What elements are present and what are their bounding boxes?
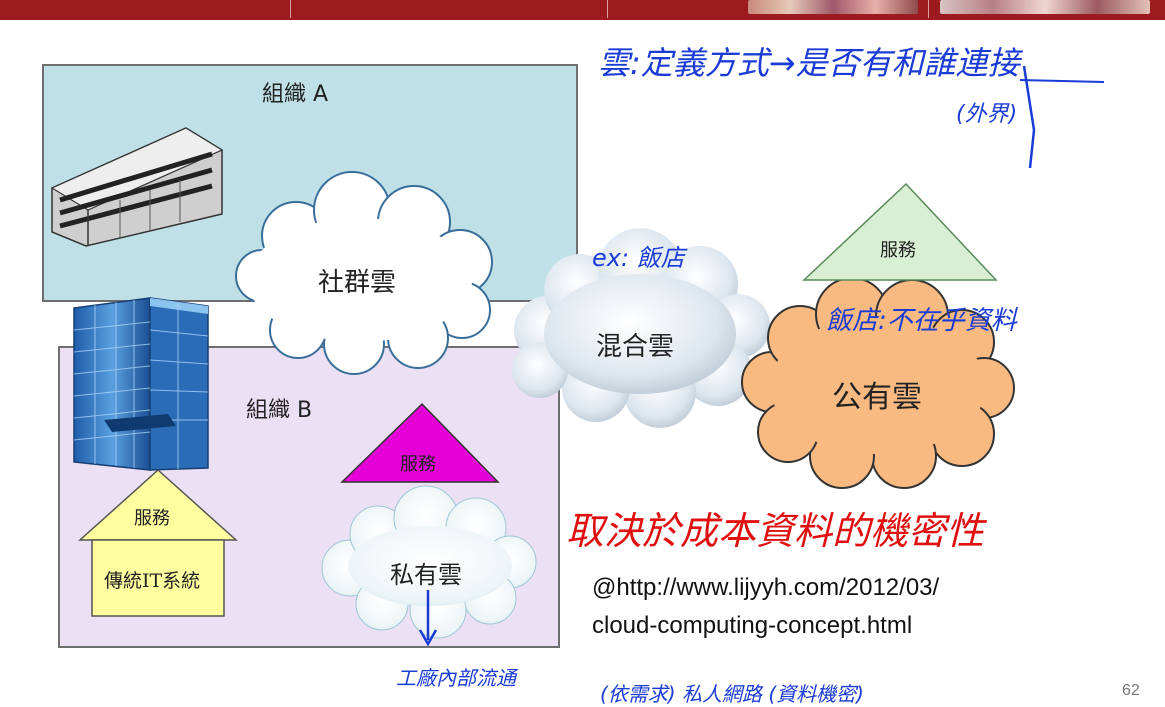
source-url-line1: @http://www.lijyyh.com/2012/03/ <box>592 574 940 601</box>
ink-down-arrow <box>418 590 438 647</box>
ink-example-note: ex: 飯店 <box>592 244 685 272</box>
header-photo-strip <box>940 0 1150 14</box>
community-cloud-shape <box>235 171 493 375</box>
source-url-line2: cloud-computing-concept.html <box>592 612 913 639</box>
header-bar <box>0 0 1165 20</box>
organization-a-label: 組織 A <box>262 82 329 107</box>
header-divider <box>290 0 291 18</box>
header-divider <box>607 0 608 18</box>
community-cloud-label: 社群雲 <box>318 268 397 298</box>
public-cloud-label: 公有雲 <box>832 380 922 415</box>
corporate-building-icon <box>73 297 209 471</box>
ink-main-note: 取決於成本資料的機密性 <box>566 509 985 553</box>
ink-underline <box>1019 79 1105 83</box>
ink-bottom-note: (依需求) 私人網路 (資料機密) <box>600 682 864 706</box>
ink-external-note: (外界) <box>956 102 1018 127</box>
hybrid-cloud-shape <box>512 228 770 428</box>
ink-private-note: 工廠內部流通 <box>396 666 516 690</box>
ink-public-note: 飯店:不在乎資料 <box>826 306 1017 336</box>
page-number: 62 <box>1122 682 1140 699</box>
legacy-it-house <box>78 468 238 617</box>
private-cloud-shape <box>321 485 537 639</box>
service-triangle-magenta <box>340 402 500 483</box>
office-building-icon <box>50 127 224 247</box>
ink-definition-note: 雲:定義方式→是否有和誰連接 <box>598 44 1020 82</box>
organization-b-label: 組織 B <box>246 398 313 423</box>
public-cloud-shape <box>741 277 1015 489</box>
header-divider <box>928 0 929 18</box>
legacy-service-label: 服務 <box>134 508 170 529</box>
service-triangle-green <box>802 182 998 281</box>
ink-connector-line <box>1022 65 1036 169</box>
header-photo-strip <box>748 0 918 14</box>
private-cloud-label: 私有雲 <box>390 561 462 589</box>
hybrid-cloud-label: 混合雲 <box>596 332 675 362</box>
service-label-magenta: 服務 <box>400 454 436 475</box>
legacy-it-system-label: 傳統IT系統 <box>104 570 201 592</box>
service-label-green: 服務 <box>880 240 916 261</box>
